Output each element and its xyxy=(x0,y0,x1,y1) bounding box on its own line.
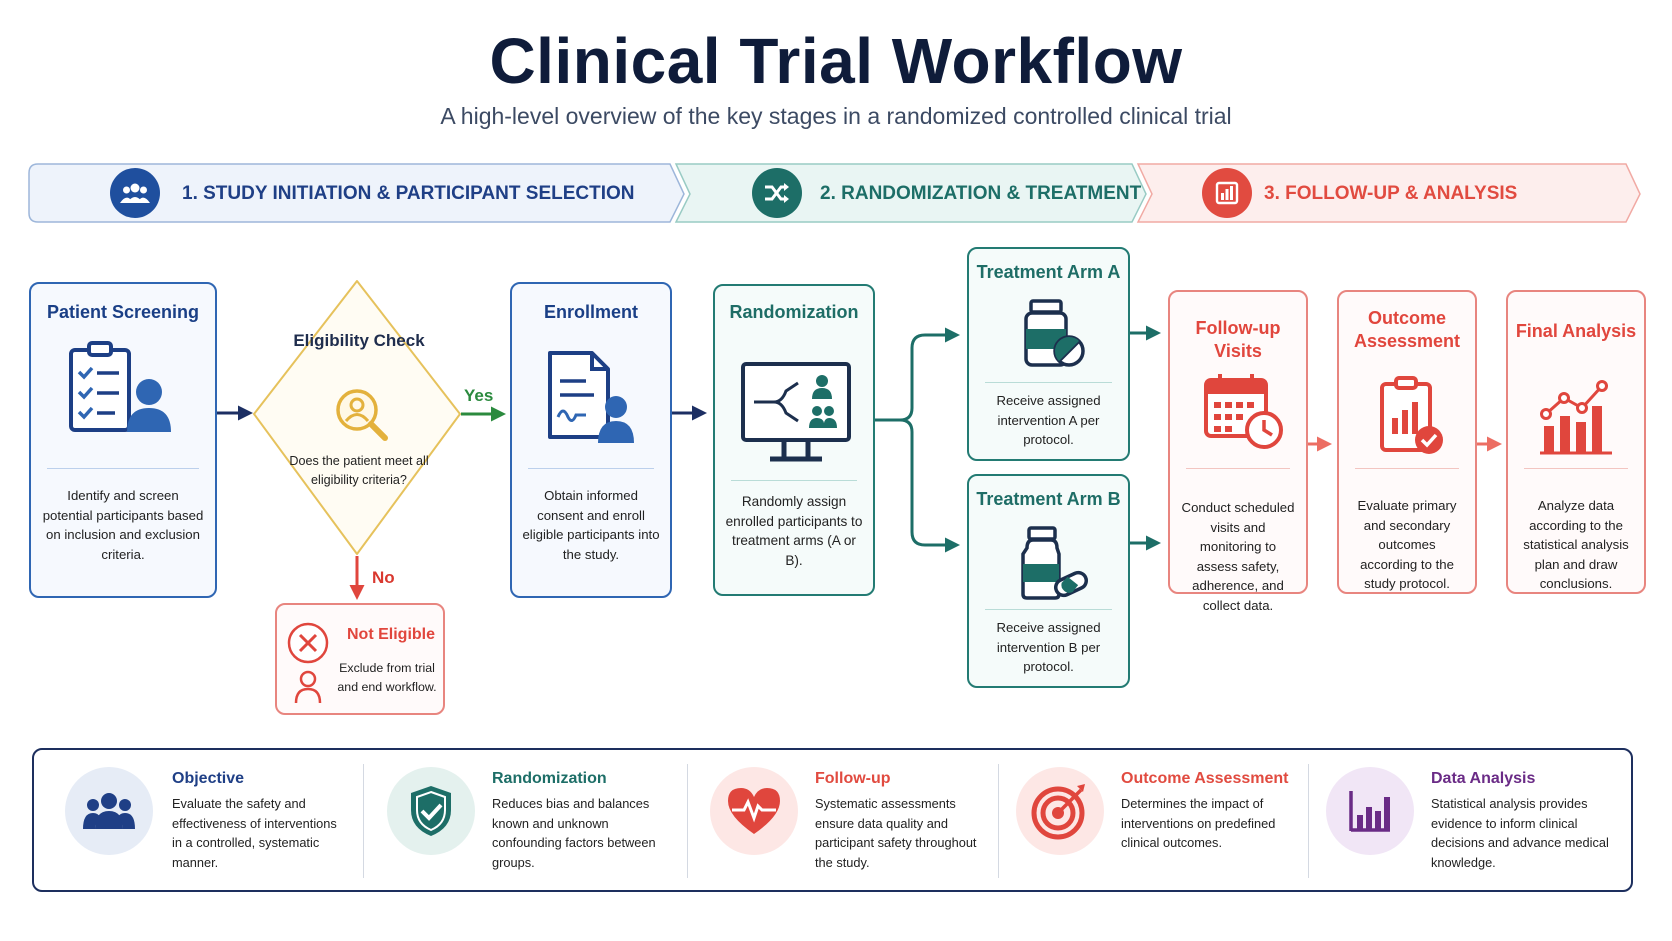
pill-bottle-icon xyxy=(1021,526,1089,600)
node-description: Obtain informed consent and enroll eligi… xyxy=(522,488,660,562)
people-group-icon xyxy=(65,767,153,855)
summary-description: Statistical analysis provides evidence t… xyxy=(1431,796,1609,870)
bar-chart-icon xyxy=(1326,767,1414,855)
node-description: Identify and screen potential participan… xyxy=(42,488,204,562)
node-description: Evaluate primary and secondary outcomes … xyxy=(1357,498,1457,591)
phase-label-2: 2. RANDOMIZATION & TREATMENT xyxy=(820,183,1142,204)
divider xyxy=(1308,764,1309,878)
divider xyxy=(363,764,364,878)
node-title: Treatment Arm A xyxy=(976,262,1121,282)
phase-banner-3 xyxy=(1136,163,1641,223)
bar-trend-icon xyxy=(1540,380,1612,455)
node-description: Receive assigned intervention A per prot… xyxy=(996,393,1101,447)
divider xyxy=(998,764,999,878)
divider xyxy=(1355,468,1459,469)
node-description: Conduct scheduled visits and monitoring … xyxy=(1181,500,1295,613)
divider xyxy=(1524,468,1628,469)
divider xyxy=(1186,468,1290,469)
node-randomization: Randomization Randomly assign enrolled p… xyxy=(713,284,875,596)
node-title: Final Analysis xyxy=(1515,321,1637,341)
clipboard-chart-icon xyxy=(1380,376,1443,454)
node-follow-up-visits: Follow-up Visits Conduct scheduled visit… xyxy=(1168,290,1308,613)
not-eligible-title: Not Eligible xyxy=(347,626,435,643)
shuffle-icon xyxy=(752,168,802,218)
node-treatment-arm-a: Treatment Arm A Receive assigned interve… xyxy=(967,247,1130,461)
node-enrollment: Enrollment Obtain informed consent and e… xyxy=(510,282,672,598)
no-label: No xyxy=(372,568,395,587)
magnifier-person-icon xyxy=(336,389,388,441)
summary-title: Objective xyxy=(172,770,245,787)
summary-title: Data Analysis xyxy=(1431,770,1536,787)
monitor-split-icon xyxy=(741,362,851,462)
summary-panel: Objective Evaluate the safety and effect… xyxy=(32,748,1633,892)
shield-check-icon xyxy=(387,767,475,855)
phase-label-1: 1. STUDY INITIATION & PARTICIPANT SELECT… xyxy=(182,183,635,204)
calendar-clock-icon xyxy=(1204,374,1283,449)
summary-title: Randomization xyxy=(492,770,607,787)
eligibility-title: Eligibility Check xyxy=(293,331,425,350)
node-treatment-arm-b: Treatment Arm B Receive assigned interve… xyxy=(967,474,1130,688)
arrow-randomization-branch-b xyxy=(899,418,960,553)
people-group-icon xyxy=(110,168,160,218)
node-description: Analyze data according to the statistica… xyxy=(1523,498,1629,591)
x-circle-icon xyxy=(287,622,329,704)
node-description: Receive assigned intervention B per prot… xyxy=(996,620,1101,674)
node-not-eligible: Not Eligible Exclude from trial and end … xyxy=(275,603,445,715)
node-description: Randomly assign enrolled participants to… xyxy=(725,494,863,568)
node-title: Treatment Arm B xyxy=(976,489,1121,509)
bar-chart-icon xyxy=(1202,168,1252,218)
not-eligible-description: Exclude from trial and end workflow. xyxy=(337,661,437,694)
target-icon xyxy=(1016,767,1104,855)
clipboard-person-icon xyxy=(69,341,171,432)
divider xyxy=(985,382,1112,383)
divider xyxy=(687,764,688,878)
summary-title: Follow-up xyxy=(815,770,891,787)
pill-bottle-icon xyxy=(1024,299,1085,367)
summary-description: Systematic assessments ensure data quali… xyxy=(815,796,977,870)
node-title: Enrollment xyxy=(543,302,638,322)
page-subtitle: A high-level overview of the key stages … xyxy=(440,103,1232,129)
heart-pulse-icon xyxy=(710,767,798,855)
eligibility-question: Does the patient meet all eligibility cr… xyxy=(289,454,429,487)
summary-description: Reduces bias and balances known and unkn… xyxy=(492,796,656,870)
divider xyxy=(47,468,199,469)
summary-description: Determines the impact of interventions o… xyxy=(1121,796,1276,850)
node-title: Patient Screening xyxy=(46,302,200,322)
divider xyxy=(528,468,654,469)
page-title: Clinical Trial Workflow xyxy=(489,25,1183,97)
divider xyxy=(985,609,1112,610)
node-title: Randomization xyxy=(729,302,859,322)
arrow-randomization-branch xyxy=(875,327,960,422)
divider xyxy=(731,480,857,481)
document-person-icon xyxy=(548,351,634,443)
node-outcome-assessment: Outcome Assessment Evaluate primary and … xyxy=(1337,290,1477,594)
node-patient-screening: Patient Screening Identify and screen po… xyxy=(29,282,217,598)
summary-description: Evaluate the safety and effectiveness of… xyxy=(172,796,337,870)
summary-title: Outcome Assessment xyxy=(1121,770,1289,787)
yes-label: Yes xyxy=(464,386,494,405)
phase-label-3: 3. FOLLOW-UP & ANALYSIS xyxy=(1264,183,1518,204)
node-title: Follow-up Visits xyxy=(1195,318,1281,361)
node-title: Outcome Assessment xyxy=(1353,308,1461,351)
node-final-analysis: Final Analysis Analyze data according to… xyxy=(1506,290,1646,594)
phase-banner-1 xyxy=(28,163,685,223)
